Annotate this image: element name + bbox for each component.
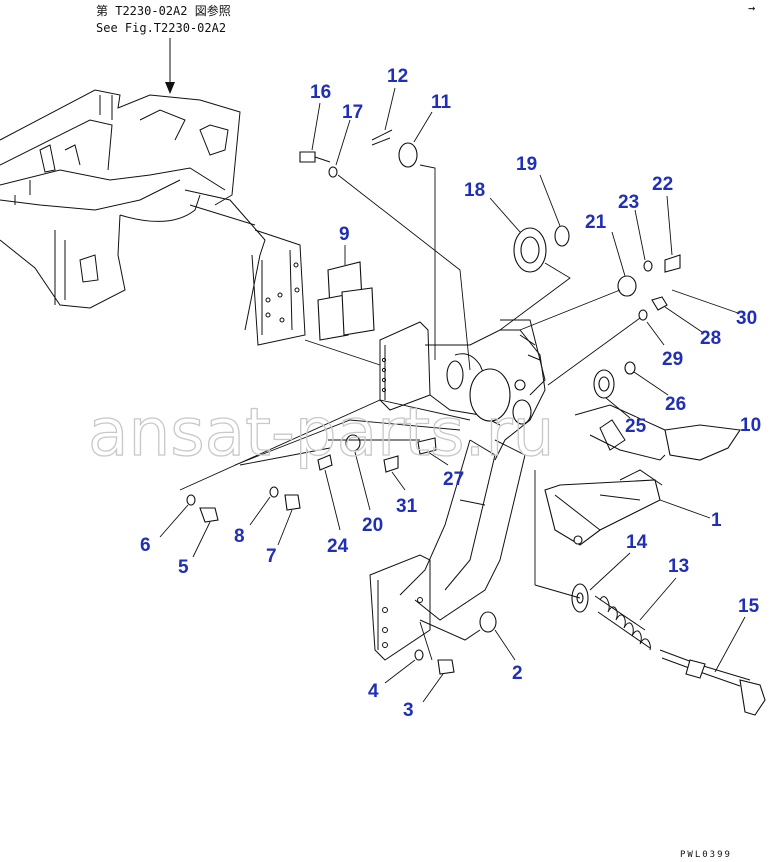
callout-15: 15	[738, 596, 760, 617]
pedal-bracket	[379, 319, 546, 461]
callout-28: 28	[700, 328, 721, 349]
callout-17: 17	[342, 102, 363, 123]
callout-11: 11	[431, 92, 452, 113]
callout-10: 10	[740, 415, 761, 436]
pedal-pad	[544, 469, 711, 546]
return-spring-assembly	[534, 583, 766, 716]
callout-21: 21	[585, 212, 607, 233]
callout-8: 8	[234, 526, 245, 547]
callout-23: 23	[618, 192, 639, 213]
callout-5: 5	[178, 557, 189, 578]
callout-3: 3	[403, 700, 414, 721]
callout-22: 22	[652, 174, 673, 195]
callout-20: 20	[362, 515, 383, 536]
callout-2: 2	[512, 663, 523, 684]
linkage-rod	[574, 404, 741, 461]
callout-25: 25	[625, 416, 647, 437]
callout-29: 29	[662, 349, 683, 370]
callout-1: 1	[711, 510, 722, 531]
callout-24: 24	[327, 536, 349, 557]
shim-set	[317, 245, 375, 341]
callout-27: 27	[443, 469, 464, 490]
callout-14: 14	[626, 532, 648, 553]
callout-31: 31	[396, 496, 418, 517]
callout-13: 13	[668, 556, 689, 577]
callout-26: 26	[665, 394, 686, 415]
callout-4: 4	[368, 681, 379, 702]
callout-9: 9	[339, 224, 350, 245]
callout-12: 12	[387, 66, 408, 87]
callout-19: 19	[516, 154, 537, 175]
callout-6: 6	[140, 535, 151, 556]
callout-leaders	[159, 87, 746, 703]
callout-numbers: 1 2 3 4 5 6 7 8 9 10 11 12 13 14 15 16 1…	[140, 66, 761, 721]
callout-7: 7	[266, 546, 277, 567]
assembly-lines	[179, 164, 641, 661]
corner-mark: →	[748, 1, 755, 15]
hardware	[186, 129, 681, 675]
pedal-arm	[369, 439, 526, 661]
watermark: ansat-parts.ru	[88, 394, 554, 471]
figure-code: PWL0399	[680, 850, 732, 860]
reference-en: See Fig.T2230-02A2	[96, 21, 226, 35]
main-frame	[0, 89, 306, 346]
callout-30: 30	[736, 308, 757, 329]
callout-16: 16	[310, 82, 331, 103]
reference-jp: 第 T2230-02A2 図参照	[96, 3, 231, 18]
reference-arrow-head	[165, 82, 175, 94]
callout-18: 18	[464, 180, 485, 201]
